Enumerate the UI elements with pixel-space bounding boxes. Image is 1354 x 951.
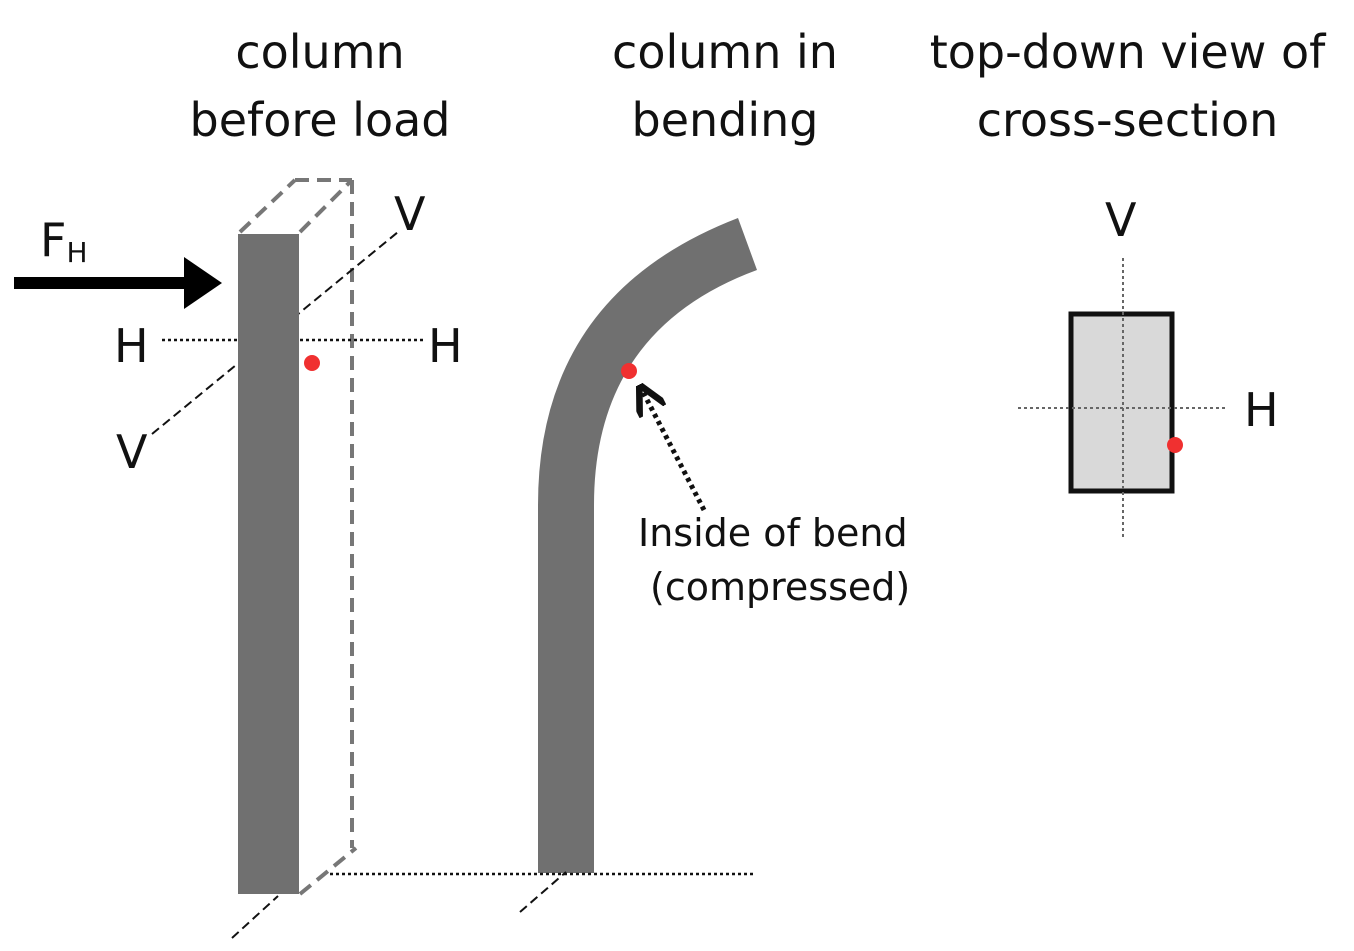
marker-dot-1: [304, 355, 320, 371]
column-bent-upper: [538, 218, 757, 505]
panel-column-in-bending: Inside of bend (compressed): [330, 218, 910, 913]
v-label-top: V: [394, 187, 426, 241]
h-label-right: H: [428, 319, 463, 373]
right-arrow-icon: [14, 257, 222, 309]
cross-section-rect: [1068, 311, 1175, 494]
column-bent-lower: [538, 505, 594, 873]
base-diagonal-1: [231, 895, 279, 939]
marker-dot-3: [1167, 437, 1183, 453]
panel-column-before-load: FH H H V V: [14, 178, 463, 939]
force-label: FH: [40, 213, 88, 269]
column-straight: [238, 234, 299, 894]
title-cross-section-view: top-down view of cross-section: [929, 25, 1326, 147]
dotted-arrow-icon: [642, 390, 707, 512]
panel-cross-section: V H: [1018, 193, 1279, 540]
column-outline-dashed: [238, 178, 358, 896]
v-label-bottom: V: [116, 425, 148, 479]
annotation-line-2: (compressed): [650, 565, 910, 609]
annotation-line-1: Inside of bend: [638, 511, 908, 555]
title-column-in-bending: column in bending: [612, 25, 838, 147]
marker-dot-2: [621, 363, 637, 379]
base-diagonal-2: [519, 871, 567, 913]
title-column-before-load: column before load: [189, 25, 451, 147]
h-label-left: H: [114, 319, 149, 373]
cross-h-label: H: [1244, 383, 1279, 437]
cross-v-label: V: [1105, 193, 1137, 247]
